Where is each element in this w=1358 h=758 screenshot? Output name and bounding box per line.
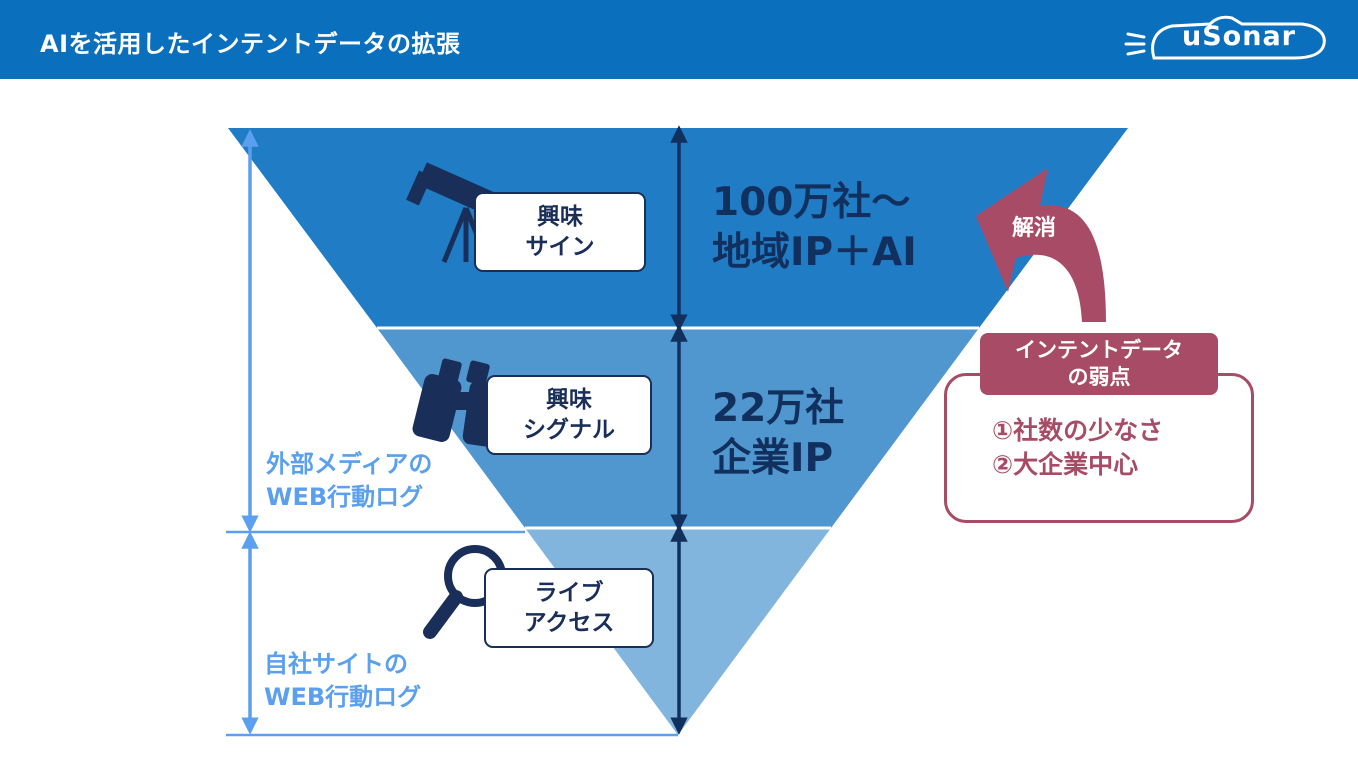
weakness-title-line-1: インテントデータ [1015, 338, 1183, 362]
level-2-value: 22万社 企業IP [712, 384, 844, 484]
level-3-label: ライブ アクセス [484, 568, 654, 648]
level-3-label-line-1: ライブ [534, 580, 604, 606]
level-3-label-line-2: アクセス [523, 610, 615, 636]
level-1-value: 100万社〜 地域IP＋AI [712, 178, 917, 278]
level-1-label-line-1: 興味 [537, 204, 583, 230]
weakness-item-1: ①社数の少なさ [992, 416, 1164, 445]
level-2-label: 興味 シグナル [486, 375, 652, 455]
resolve-arrow [976, 168, 1106, 322]
resolve-label: 解消 [1012, 216, 1057, 241]
level-2-value-line-2: 企業IP [712, 436, 834, 481]
level-2-label-line-1: 興味 [546, 387, 592, 413]
level-2-label-line-2: シグナル [523, 417, 615, 443]
weakness-title: インテントデータ の弱点 [980, 333, 1218, 395]
own-site-log-label: 自社サイトの WEB行動ログ [264, 648, 421, 714]
level-1-value-line-2: 地域IP＋AI [712, 230, 917, 275]
external-log-label-line-1: 外部メディアの [266, 450, 433, 478]
header-bar: AIを活用したインテントデータの拡張 uSonar [0, 0, 1358, 79]
level-1-label: 興味 サイン [474, 192, 646, 272]
logo-shape-icon [1124, 15, 1326, 60]
level-2-value-line-1: 22万社 [712, 386, 845, 431]
page-title: AIを活用したインテントデータの拡張 [40, 30, 461, 58]
level-1-value-line-1: 100万社〜 [712, 180, 911, 225]
weakness-title-line-2: の弱点 [1067, 365, 1131, 389]
level-1-label-line-2: サイン [525, 234, 595, 260]
external-log-label-line-2: WEB行動ログ [266, 483, 424, 511]
own-site-log-label-line-2: WEB行動ログ [264, 683, 422, 711]
weakness-list: ①社数の少なさ ②大企業中心 [992, 414, 1163, 482]
own-site-log-label-line-1: 自社サイトの [264, 650, 408, 678]
external-log-label: 外部メディアの WEB行動ログ [266, 448, 432, 514]
weakness-item-2: ②大企業中心 [992, 450, 1139, 479]
usonar-logo: uSonar [1124, 14, 1330, 66]
logo-text: uSonar [1182, 21, 1296, 52]
